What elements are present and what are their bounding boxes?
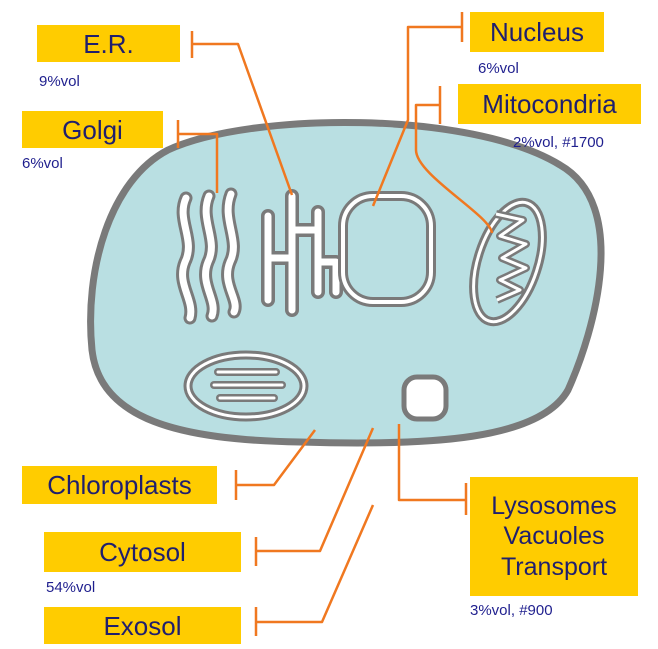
lysosome-shape <box>404 377 446 419</box>
mitochondria-label: Mitocondria <box>458 84 641 124</box>
chloroplast-shape <box>188 355 304 417</box>
golgi-label: Golgi <box>22 111 163 148</box>
cytosol-label: Cytosol <box>44 532 241 572</box>
golgi-note: 6%vol <box>22 156 63 171</box>
lysosomes-note: 3%vol, #900 <box>470 603 553 618</box>
er-note: 9%vol <box>39 74 80 89</box>
exosol-label: Exosol <box>44 607 241 644</box>
nucleus-label: Nucleus <box>470 12 604 52</box>
transport-label-line: Transport <box>501 552 607 583</box>
vacuoles-label-line: Vacuoles <box>504 521 605 552</box>
chloroplasts-label: Chloroplasts <box>22 466 217 504</box>
er-label: E.R. <box>37 25 180 62</box>
cytosol-note: 54%vol <box>46 580 95 595</box>
nucleus-shape <box>343 196 431 302</box>
lysosomes-label-line: Lysosomes <box>491 491 617 522</box>
lysosomes-label: Lysosomes Vacuoles Transport <box>470 477 638 596</box>
leader-line-exosol <box>256 505 373 636</box>
nucleus-note: 6%vol <box>478 61 519 76</box>
mitochondria-note: 2%vol, #1700 <box>513 135 604 150</box>
